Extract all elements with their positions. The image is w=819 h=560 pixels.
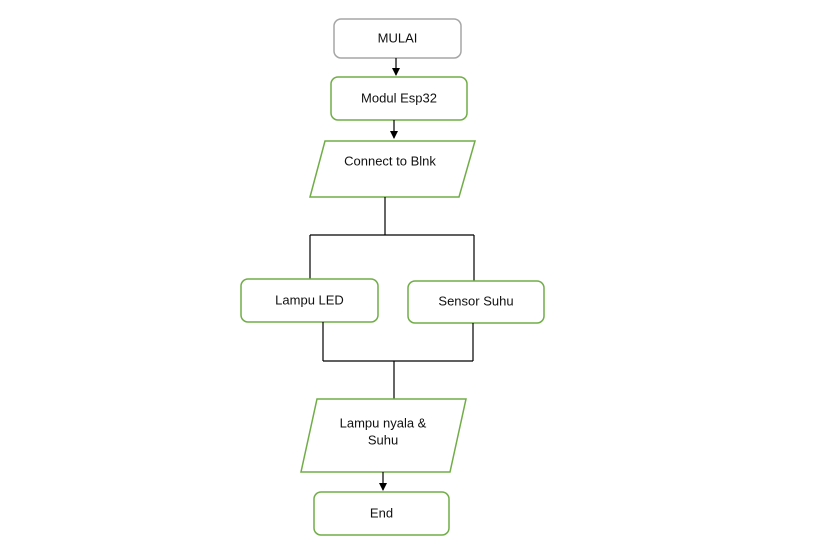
end-label: End xyxy=(370,505,393,520)
sensor-label: Sensor Suhu xyxy=(438,293,513,308)
start-label: MULAI xyxy=(378,30,418,45)
start-node: MULAI xyxy=(333,18,462,59)
sensor-node: Sensor Suhu xyxy=(407,280,545,324)
led-label: Lampu LED xyxy=(275,292,344,307)
merge-connectors xyxy=(322,322,474,399)
connect-label: Connect to Blnk xyxy=(344,153,436,168)
end-node: End xyxy=(313,491,450,536)
output-node: Lampu nyala & Suhu xyxy=(300,398,467,473)
led-node: Lampu LED xyxy=(240,278,379,323)
output-label-line2: Suhu xyxy=(368,432,398,447)
output-label-line1: Lampu nyala & xyxy=(340,415,427,430)
module-label: Modul Esp32 xyxy=(361,90,437,105)
module-node: Modul Esp32 xyxy=(330,76,468,121)
branch-connectors xyxy=(309,197,475,281)
connect-node: Connect to Blnk xyxy=(309,140,476,198)
